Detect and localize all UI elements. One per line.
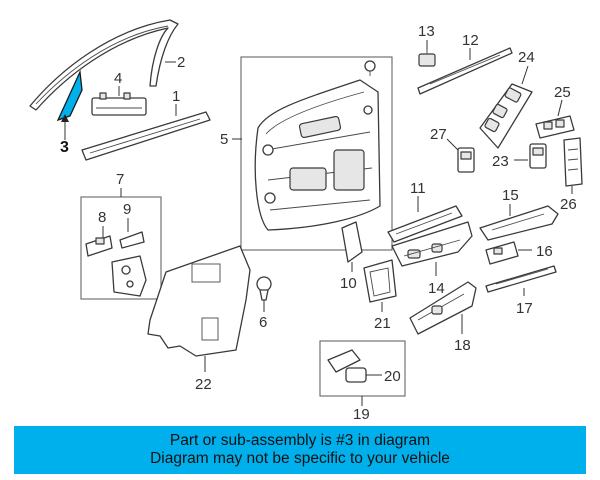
part-19-handle[interactable] [327,349,361,373]
part-5-clip[interactable] [364,60,376,76]
callout-12[interactable]: 12 [462,32,479,49]
callout-16[interactable]: 16 [536,243,553,260]
part-26-switch-panel[interactable] [563,137,583,187]
callout-5[interactable]: 5 [220,131,228,148]
callout-17[interactable]: 17 [516,300,533,317]
callout-20[interactable]: 20 [384,368,401,385]
part-16-bracket[interactable] [485,241,519,265]
callout-2[interactable]: 2 [177,54,185,71]
part-2-frame-molding[interactable] [29,19,179,111]
callout-18[interactable]: 18 [454,337,471,354]
callout-6[interactable]: 6 [259,314,267,331]
part-17-lower-strip[interactable] [485,265,557,293]
part-25-switch-bezel[interactable] [535,115,575,139]
info-banner: Part or sub-assembly is #3 in diagram Di… [14,426,586,474]
part-15-handle-cover[interactable] [479,205,559,241]
callout-27[interactable]: 27 [430,126,447,143]
callout-26[interactable]: 26 [560,196,577,213]
part-13-clip[interactable] [418,48,436,67]
callout-25[interactable]: 25 [554,84,571,101]
part-4-clip-strip[interactable] [91,92,147,116]
callout-3[interactable]: 3 [60,139,69,156]
part-18-lower-trim[interactable] [409,281,477,335]
callout-10[interactable]: 10 [340,275,357,292]
callout-15[interactable]: 15 [502,187,519,204]
part-7-bracket[interactable] [111,255,147,297]
part-6-fastener[interactable] [256,276,272,301]
part-9-clip[interactable] [119,231,145,249]
part-5-door-panel-box [240,56,393,251]
callout-1[interactable]: 1 [172,88,180,105]
part-22-insulator[interactable] [147,245,251,357]
part-21-bezel[interactable] [363,259,397,303]
part-11-armrest-trim[interactable] [387,205,463,243]
callout-7[interactable]: 7 [116,171,124,188]
callout-14[interactable]: 14 [428,280,445,297]
banner-line-1: Part or sub-assembly is #3 in diagram [169,432,431,449]
callout-13[interactable]: 13 [418,23,435,40]
callout-24[interactable]: 24 [518,49,535,66]
callout-19[interactable]: 19 [353,406,370,423]
part-1-belt-molding[interactable] [81,111,211,161]
callout-21[interactable]: 21 [374,315,391,332]
part-10-panel[interactable] [341,221,363,263]
part-20-cover[interactable] [345,367,367,383]
callout-8[interactable]: 8 [98,209,106,226]
part-14-armrest[interactable] [391,221,473,267]
part-5-door-trim-panel[interactable] [254,79,381,231]
part-8-bracket[interactable] [85,235,113,257]
callout-9[interactable]: 9 [123,201,131,218]
callout-3-arrowhead [61,114,69,122]
callout-4[interactable]: 4 [114,70,122,87]
part-27-switch[interactable] [457,147,475,173]
banner-line-2: Diagram may not be specific to your vehi… [150,450,450,467]
callout-11[interactable]: 11 [410,180,426,197]
part-23-switch[interactable] [529,143,547,169]
callout-22[interactable]: 22 [195,376,212,393]
part-12-weatherstrip[interactable] [417,47,513,95]
part-24-window-switch[interactable] [479,83,533,149]
callout-23[interactable]: 23 [492,153,509,170]
